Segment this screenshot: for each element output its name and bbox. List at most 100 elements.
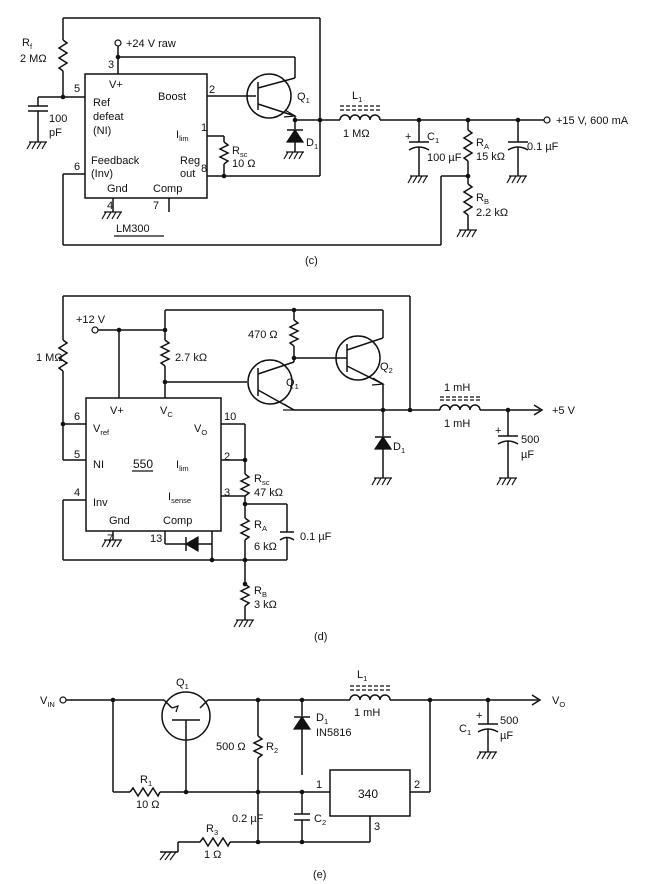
ic550-label-vref: Vref	[93, 423, 110, 437]
rb-value: 2.2 kΩ	[476, 207, 508, 219]
cap-100pf-value2: pF	[49, 127, 62, 139]
supply-terminal	[114, 39, 122, 47]
q1-label: Q1	[297, 91, 310, 105]
circuit-e: VIN Q1 500 Ω R2 D1 IN5816 L1 1 m	[40, 669, 565, 881]
rb-d-value: 3 kΩ	[254, 599, 277, 611]
rb-d-resistor	[239, 583, 251, 607]
circuit-c: V+ Ref defeat (NI) Boost Ilim Feedback (…	[20, 17, 629, 267]
output-arrow	[533, 404, 544, 416]
output-5v-label: +5 V	[552, 405, 576, 417]
pin-6: 6	[74, 161, 80, 173]
caption-d: (d)	[314, 631, 327, 643]
vout-arrow	[531, 694, 542, 706]
ic-label-vplus: V+	[109, 79, 123, 91]
d1e-diode	[292, 715, 312, 730]
r2-resistor	[252, 735, 264, 759]
ic550-label-inv: Inv	[93, 497, 108, 509]
l1e-label: L1	[357, 669, 367, 683]
ic550-label-vc: VC	[160, 405, 173, 419]
pin-13d: 13	[150, 533, 162, 545]
ic550-label-comp: Comp	[163, 515, 192, 527]
d1d-label: D1	[393, 441, 405, 455]
c1e-label: C1	[459, 723, 471, 737]
ic-label-comp: Comp	[153, 183, 182, 195]
ra-resistor	[462, 129, 474, 162]
ra-d-label: RA	[254, 519, 267, 533]
ra-d-resistor	[239, 517, 251, 541]
l1-value: 1 MΩ	[343, 128, 370, 140]
c1-value: 100 µF	[427, 152, 462, 164]
ic-label-reg: Reg	[180, 155, 200, 167]
c2-value: 0.2 µF	[232, 813, 264, 825]
rf-label: Rf	[22, 37, 33, 51]
c1e-value1: 500	[500, 715, 518, 727]
r1e-value: 10 Ω	[136, 799, 160, 811]
r27k-value: 2.7 kΩ	[175, 352, 207, 364]
ic-label-out: out	[180, 168, 195, 180]
pin-5: 5	[74, 83, 80, 95]
ld-inductor	[439, 404, 481, 411]
ic550-part-number: 550	[133, 457, 153, 471]
d1-diode	[285, 128, 305, 143]
q2-label: Q2	[380, 361, 393, 375]
r470-resistor	[288, 319, 300, 347]
ic-label-ref: Ref	[93, 97, 111, 109]
ld-value-top: 1 mH	[444, 382, 470, 394]
pin-4d: 4	[74, 487, 80, 499]
r2-label: R2	[266, 741, 278, 755]
r1e-resistor	[129, 786, 161, 798]
ra-d-value: 6 kΩ	[254, 541, 277, 553]
rsc-d-resistor	[239, 473, 251, 497]
output-terminal	[543, 116, 551, 124]
ic-label-ni: (NI)	[93, 125, 111, 137]
q1d-transistor	[247, 359, 293, 405]
pin-5d: 5	[74, 449, 80, 461]
c500-polarity: +	[495, 425, 501, 437]
r3-value: 1 Ω	[204, 849, 221, 861]
vout-label: VO	[552, 695, 565, 709]
rb-label: RB	[476, 192, 489, 206]
supply-12v-label: +12 V	[76, 314, 106, 326]
l1-label: L1	[352, 90, 362, 104]
ra-value: 15 kΩ	[476, 151, 505, 163]
c500-value1: 500	[521, 434, 539, 446]
rsc-d-label: Rsc	[254, 473, 270, 487]
c1e-polarity: +	[476, 710, 482, 722]
ra-label: RA	[476, 137, 489, 151]
ic340-pin-2: 2	[414, 779, 420, 791]
ic550-label-ilim: Ilim	[176, 459, 189, 473]
circuit-d: V+ VC Vref VO NI 550 Ilim Inv Isense Gnd…	[36, 295, 576, 643]
rb-d-label: RB	[254, 585, 267, 599]
pin-7d: 7	[107, 533, 113, 545]
ic-part-number: LM300	[116, 223, 150, 235]
pin-4: 4	[107, 200, 113, 212]
vin-label: VIN	[40, 695, 55, 709]
ic340-pin-1: 1	[316, 779, 322, 791]
ld-value-bottom: 1 mH	[444, 418, 470, 430]
cap-100pf-value1: 100	[49, 113, 67, 125]
pin-10: 10	[224, 411, 236, 423]
pin-8: 8	[201, 163, 207, 175]
ic-550-body	[85, 397, 222, 532]
l1e-value: 1 mH	[354, 707, 380, 719]
pin-1: 1	[201, 122, 207, 134]
vin-terminal	[59, 696, 67, 704]
ic-label-ilim: Ilim	[176, 129, 189, 143]
ic550-label-gnd: Gnd	[109, 515, 130, 527]
r3-resistor	[199, 836, 231, 848]
r1m-value: 1 MΩ	[36, 352, 63, 364]
r1e-label: R1	[140, 774, 152, 788]
rb-resistor	[462, 183, 474, 216]
pin-2: 2	[209, 84, 215, 96]
cout-value: 0.1 µF	[527, 141, 559, 153]
pin-3: 3	[108, 59, 114, 71]
ic-label-inv: (Inv)	[91, 168, 113, 180]
ic340-pin-3: 3	[374, 821, 380, 833]
pin-3d: 3	[224, 487, 230, 499]
q1e-label: Q1	[176, 677, 189, 691]
pin-6d: 6	[74, 411, 80, 423]
pin-2d: 2	[224, 451, 230, 463]
caption-c: (c)	[305, 255, 318, 267]
r470-value: 470 Ω	[248, 329, 278, 341]
